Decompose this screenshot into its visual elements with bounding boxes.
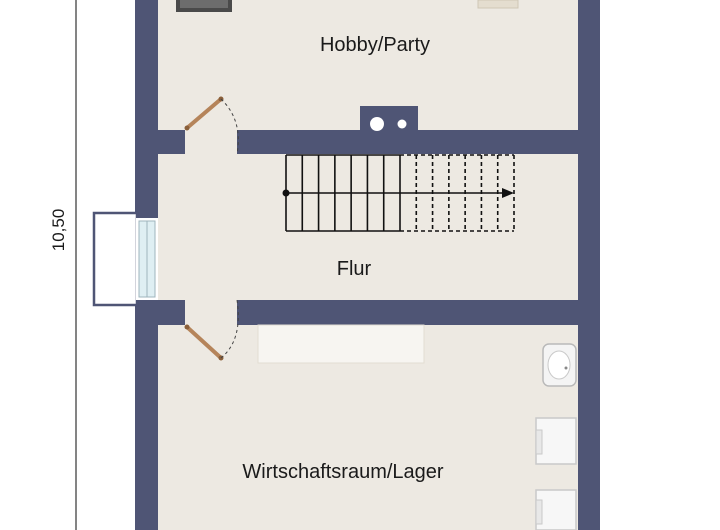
door-leaf-lower: [185, 325, 223, 360]
door-hinge-upper-a: [184, 125, 190, 131]
light-well: [92, 211, 139, 307]
chimney-flue-small: [397, 119, 407, 129]
door-swing-arc-lower: [220, 299, 239, 359]
stair-direction-arrow: [502, 188, 514, 198]
sink-basin: [547, 350, 571, 380]
hobby-furniture-left-inner: [180, 0, 228, 8]
door-swing-arc-upper: [220, 98, 239, 155]
door-opening-lower: [185, 298, 237, 327]
room-label-hobby: Hobby/Party: [320, 34, 430, 56]
dryer-panel: [535, 499, 543, 525]
staircase: [282, 154, 515, 232]
room-label-hall: Flur: [337, 258, 372, 280]
hobby-furniture-right: [477, 0, 519, 9]
counter: [257, 324, 425, 364]
door-opening-upper: [185, 128, 237, 156]
washing-machine-panel: [535, 429, 543, 455]
door-leaf-upper: [185, 97, 223, 130]
room-label-utility: Wirtschaftsraum/Lager: [242, 461, 444, 483]
sink-drain: [564, 366, 568, 370]
stair-start-dot: [282, 189, 290, 197]
door-hinge-lower-a: [184, 324, 190, 330]
chimney-shaft: [360, 106, 418, 132]
chimney-flue-large: [370, 117, 384, 131]
height-dimension-label: 10,50: [49, 209, 68, 252]
